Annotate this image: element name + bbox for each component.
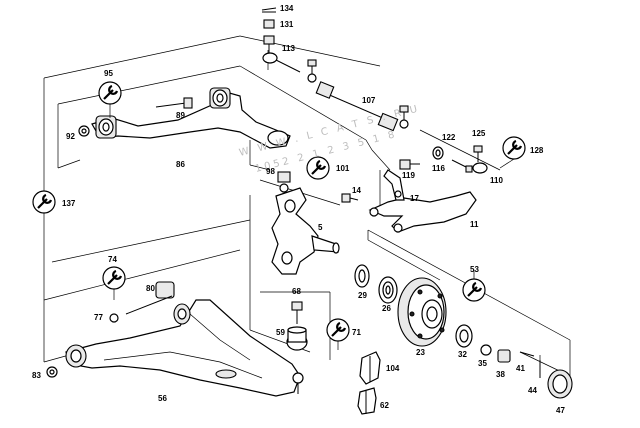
wrench-icon-53 xyxy=(462,278,486,302)
tie-rod xyxy=(307,59,409,132)
leader-lines xyxy=(43,104,515,350)
label-35: 35 xyxy=(478,359,487,368)
wrench-icon-128 xyxy=(502,136,526,160)
label-125: 125 xyxy=(472,129,486,138)
seal-and-bearing xyxy=(354,264,398,304)
label-131: 131 xyxy=(280,20,294,29)
label-116: 116 xyxy=(432,164,445,173)
small-fasteners xyxy=(341,145,488,203)
label-32: 32 xyxy=(458,350,467,359)
label-113: 113 xyxy=(282,44,295,53)
label-101: 101 xyxy=(336,164,350,173)
label-56: 56 xyxy=(158,394,167,403)
label-71: 71 xyxy=(352,328,361,337)
label-77: 77 xyxy=(94,313,103,322)
label-122: 122 xyxy=(442,133,456,142)
wrench-icon-74 xyxy=(102,266,126,290)
label-107: 107 xyxy=(362,96,376,105)
hub-retainer-parts xyxy=(455,324,573,399)
label-29: 29 xyxy=(358,291,367,300)
label-41: 41 xyxy=(516,364,525,373)
label-95: 95 xyxy=(104,69,113,78)
label-38: 38 xyxy=(496,370,505,379)
lower-control-arm xyxy=(46,299,304,397)
ball-joint-59 xyxy=(286,301,308,351)
label-17: 17 xyxy=(410,194,419,203)
wrench-icon-95 xyxy=(98,81,122,105)
label-14: 14 xyxy=(352,186,361,195)
bolt-89 xyxy=(155,97,193,109)
label-68: 68 xyxy=(292,287,301,296)
label-53: 53 xyxy=(470,265,479,274)
wrench-icon-137 xyxy=(32,190,56,214)
label-74: 74 xyxy=(108,255,117,264)
label-44: 44 xyxy=(528,386,537,395)
label-23: 23 xyxy=(416,348,425,357)
label-92: 92 xyxy=(66,132,75,141)
label-80: 80 xyxy=(146,284,155,293)
label-47: 47 xyxy=(556,406,565,415)
label-137: 137 xyxy=(62,199,76,208)
label-89: 89 xyxy=(176,111,185,120)
mounting-bolts xyxy=(357,351,381,415)
tie-rod-end-113 xyxy=(261,7,301,73)
wrench-icon-71 xyxy=(326,318,350,342)
label-98: 98 xyxy=(266,167,275,176)
wheel-hub xyxy=(397,277,447,347)
assembly-frame-lines xyxy=(43,35,571,386)
label-110: 110 xyxy=(490,176,503,185)
steering-knuckle xyxy=(271,171,340,275)
label-62: 62 xyxy=(380,401,389,410)
bolt-80 xyxy=(109,281,175,323)
label-119: 119 xyxy=(402,171,415,180)
label-134: 134 xyxy=(280,4,294,13)
label-128: 128 xyxy=(530,146,544,155)
label-83: 83 xyxy=(32,371,41,380)
label-5: 5 xyxy=(318,223,323,232)
label-11: 11 xyxy=(470,220,479,229)
part-number-labels: 134 131 113 107 95 89 92 86 98 101 14 17… xyxy=(32,4,565,415)
wrench-icon-101 xyxy=(306,156,330,180)
label-104: 104 xyxy=(386,364,400,373)
label-26: 26 xyxy=(382,304,391,313)
label-86: 86 xyxy=(176,160,185,169)
label-59: 59 xyxy=(276,328,285,337)
upper-control-arm xyxy=(78,87,291,149)
steering-arm xyxy=(368,169,477,233)
